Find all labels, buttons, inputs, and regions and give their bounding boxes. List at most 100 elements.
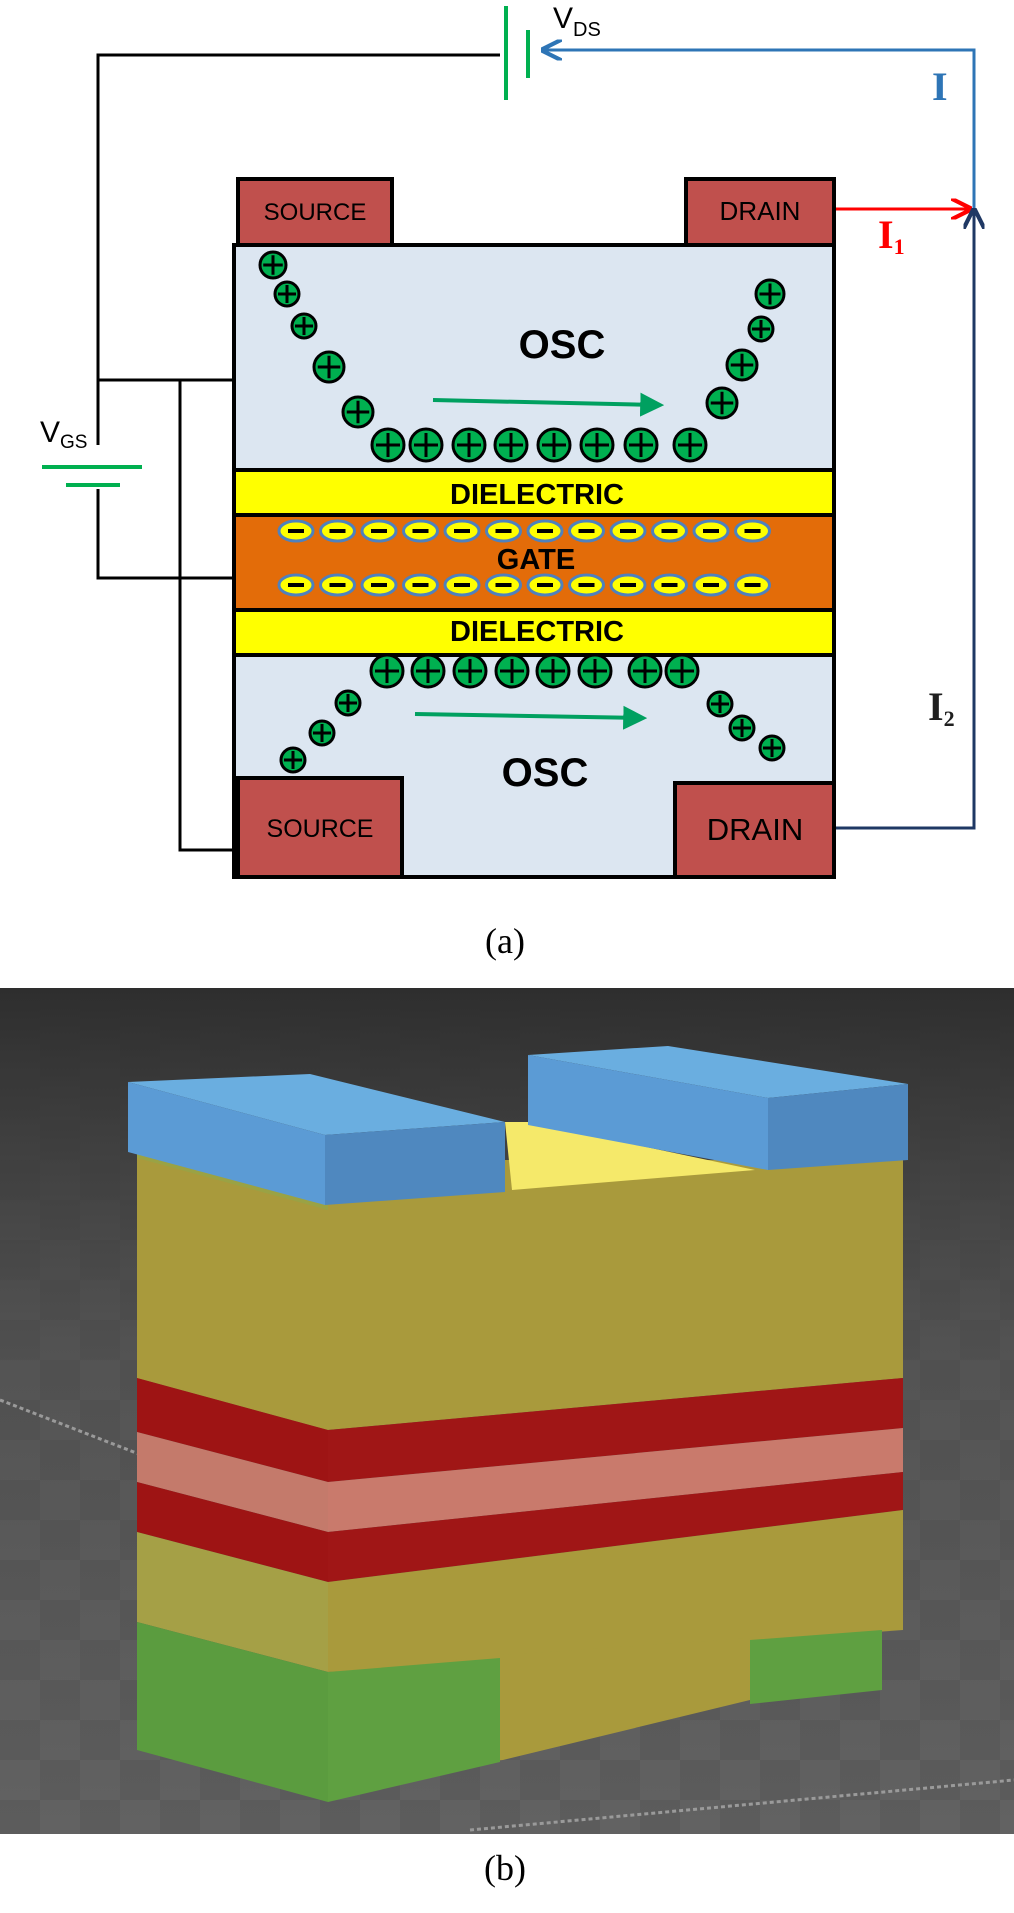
- i2-label: I2: [928, 684, 955, 731]
- channel-top-surface: [505, 1122, 755, 1190]
- hole-charge: [706, 690, 734, 718]
- holes-group: [258, 250, 786, 774]
- right-face-gate: [328, 1428, 903, 1532]
- electron-charge: [277, 573, 315, 597]
- electron-charge: [692, 573, 730, 597]
- hole-charge: [312, 350, 346, 384]
- bottom-drain-contact: [673, 781, 836, 879]
- top-drain-contact: [684, 177, 836, 247]
- hole-charge: [747, 315, 775, 343]
- electron-charge: [526, 519, 564, 543]
- hole-charge: [370, 427, 406, 463]
- source-bus-wire: [178, 380, 234, 852]
- hole-charge: [494, 653, 530, 689]
- vds-label: VDS: [553, 2, 601, 41]
- electron-charge: [526, 573, 564, 597]
- electron-charge: [734, 519, 771, 543]
- electron-charge: [402, 519, 439, 543]
- hole-charge: [273, 280, 301, 308]
- left-face-dielectric-bottom: [137, 1482, 328, 1582]
- vds-negative-wire: [96, 53, 502, 580]
- hole-charge: [408, 427, 444, 463]
- electrons-group: [277, 519, 771, 597]
- top-osc-label: OSC: [519, 323, 606, 367]
- block-left-face: [137, 1108, 328, 1802]
- caption-b: (b): [484, 1848, 526, 1888]
- bottom-dielectric-layer: [232, 608, 836, 657]
- electron-charge: [277, 519, 315, 543]
- electron-charge: [360, 519, 398, 543]
- left-face-gate: [137, 1432, 328, 1532]
- bottom-source-contact: [236, 776, 404, 879]
- total-current-label: I: [932, 64, 948, 109]
- electron-charge: [651, 519, 688, 543]
- left-face-bottom-contact: [137, 1622, 328, 1802]
- i1-subscript: 1: [894, 234, 905, 259]
- electron-charge: [319, 519, 356, 543]
- hole-charge: [754, 278, 786, 310]
- electron-charge: [609, 573, 647, 597]
- hole-charge: [664, 653, 700, 689]
- hole-charge: [536, 427, 572, 463]
- hole-charge: [705, 386, 739, 420]
- hole-charge: [535, 653, 571, 689]
- hole-charge: [410, 653, 446, 689]
- electron-charge: [734, 573, 771, 597]
- hole-charge: [258, 250, 288, 280]
- electron-charge: [485, 519, 522, 543]
- grid-axis-line-2: [469, 1778, 1014, 1832]
- electron-charge: [443, 573, 481, 597]
- right-face-bottom-contact-right: [750, 1630, 882, 1704]
- hole-charge: [728, 714, 756, 742]
- hole-charge: [308, 719, 336, 747]
- hole-charge: [369, 653, 405, 689]
- bottom-channel-arrow: [414, 705, 648, 730]
- bottom-source-label: SOURCE: [267, 815, 374, 843]
- i2-subscript: 2: [944, 706, 955, 731]
- hole-charge: [758, 734, 786, 762]
- vds-battery: [500, 2, 532, 102]
- bottom-dielectric-label: DIELECTRIC: [450, 616, 624, 648]
- top-channel-arrow: [432, 392, 665, 417]
- vds-subscript: DS: [573, 19, 601, 41]
- top-source-contact: [236, 177, 394, 247]
- hole-charge: [725, 348, 759, 382]
- left-face-dielectric-top: [137, 1378, 328, 1482]
- vgs-subscript: GS: [60, 432, 87, 453]
- vgs-battery: [40, 445, 146, 489]
- right-face-dielectric-top: [328, 1378, 903, 1482]
- electron-charge: [651, 573, 688, 597]
- electron-charge: [319, 573, 356, 597]
- top-dielectric-label: DIELECTRIC: [450, 479, 624, 511]
- bottom-drain-label: DRAIN: [707, 812, 803, 847]
- hole-charge: [579, 427, 615, 463]
- electron-charge: [568, 573, 605, 597]
- electron-charge: [443, 519, 481, 543]
- caption-a: (a): [485, 921, 525, 961]
- hole-charge: [279, 746, 307, 774]
- electron-charge: [609, 519, 647, 543]
- electron-charge: [692, 519, 730, 543]
- hole-charge: [290, 312, 318, 340]
- gate-label: GATE: [497, 544, 575, 576]
- diagram-a: SOURCE DRAIN SOURCE DRAIN OSC OSC DIELEC…: [40, 2, 974, 961]
- bottom-osc-label: OSC: [502, 751, 589, 795]
- circuit-wiring: [96, 50, 976, 852]
- hole-charge: [493, 427, 529, 463]
- total-current-wire: [545, 50, 976, 280]
- electron-charge: [485, 573, 522, 597]
- right-face-dielectric-bottom: [328, 1472, 903, 1582]
- electron-charge: [568, 519, 605, 543]
- diagram-b: (b): [0, 988, 1014, 1888]
- hole-charge: [577, 653, 613, 689]
- top-source-label: SOURCE: [264, 199, 367, 226]
- hole-charge: [672, 427, 708, 463]
- vgs-label: VGS: [40, 416, 87, 453]
- i2-current-wire: [836, 212, 974, 830]
- electron-charge: [402, 573, 439, 597]
- hole-charge: [627, 653, 663, 689]
- hole-charge: [341, 395, 375, 429]
- hole-charge: [623, 427, 659, 463]
- top-contact-left: [128, 1074, 505, 1205]
